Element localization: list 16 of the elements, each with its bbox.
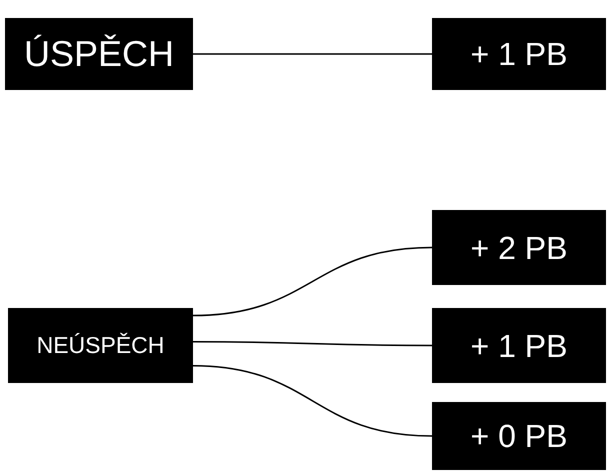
outcome-box xyxy=(432,308,606,383)
outcome-box xyxy=(432,210,606,285)
box-label: + 1 PB xyxy=(470,35,568,74)
box-label: NEÚSPĚCH xyxy=(36,331,164,360)
outcome-box xyxy=(432,402,606,470)
connector-line xyxy=(193,341,432,346)
outcome-box xyxy=(8,308,193,383)
outcome-box xyxy=(432,18,606,90)
connector-line xyxy=(192,246,432,316)
box-label: + 1 PB xyxy=(470,326,568,366)
outcome-box xyxy=(5,18,193,90)
box-label: + 0 PB xyxy=(470,417,568,456)
box-label: ÚSPĚCH xyxy=(24,32,174,76)
connector-line xyxy=(193,53,432,55)
box-label: + 2 PB xyxy=(470,228,568,268)
connector-line xyxy=(192,365,432,437)
